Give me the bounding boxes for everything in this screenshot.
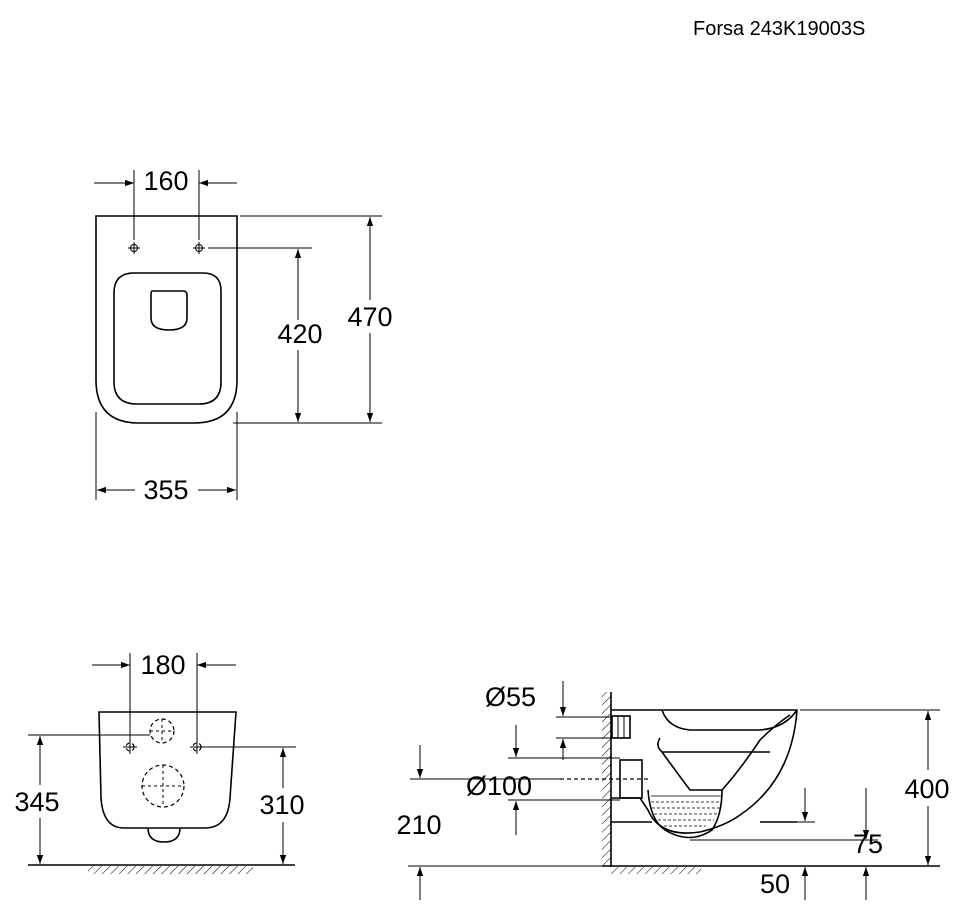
fixing-hole-rear-right-icon [190,740,204,754]
dim-side-400: 400 [904,774,949,804]
dim-side-50: 50 [760,869,790,899]
floor-hatch-rear [88,866,253,874]
fixing-hole-left-icon [128,242,140,254]
rear-view: 180 345 310 [14,650,305,874]
dim-rear-180: 180 [140,650,185,680]
dim-top-355: 355 [143,475,188,505]
dim-side-75: 75 [853,829,883,859]
dim-side-d100: Ø100 [466,771,532,801]
dim-top-160: 160 [143,166,188,196]
fixing-hole-rear-left-icon [123,740,137,754]
bowl-outline-top [95,215,238,424]
wall-hatch [602,692,611,867]
trap-water [651,795,721,827]
dim-top-420: 420 [277,319,322,349]
top-view: 160 420 470 355 [94,166,393,505]
dim-rear-345: 345 [14,787,59,817]
floor-hatch-side [611,867,701,874]
fixing-hole-right-icon [193,242,205,254]
inlet-spigot [611,715,631,739]
bowl-opening [113,272,222,405]
side-view: Ø55 Ø100 210 400 75 50 [396,681,950,900]
dim-top-470: 470 [347,302,392,332]
dim-side-d55: Ø55 [485,682,536,712]
dim-side-210: 210 [396,810,441,840]
drawing-title: Forsa 243K19003S [693,18,865,40]
dim-rear-310: 310 [259,790,304,820]
bowl-outline-rear [98,711,237,829]
flush-opening [150,290,188,331]
